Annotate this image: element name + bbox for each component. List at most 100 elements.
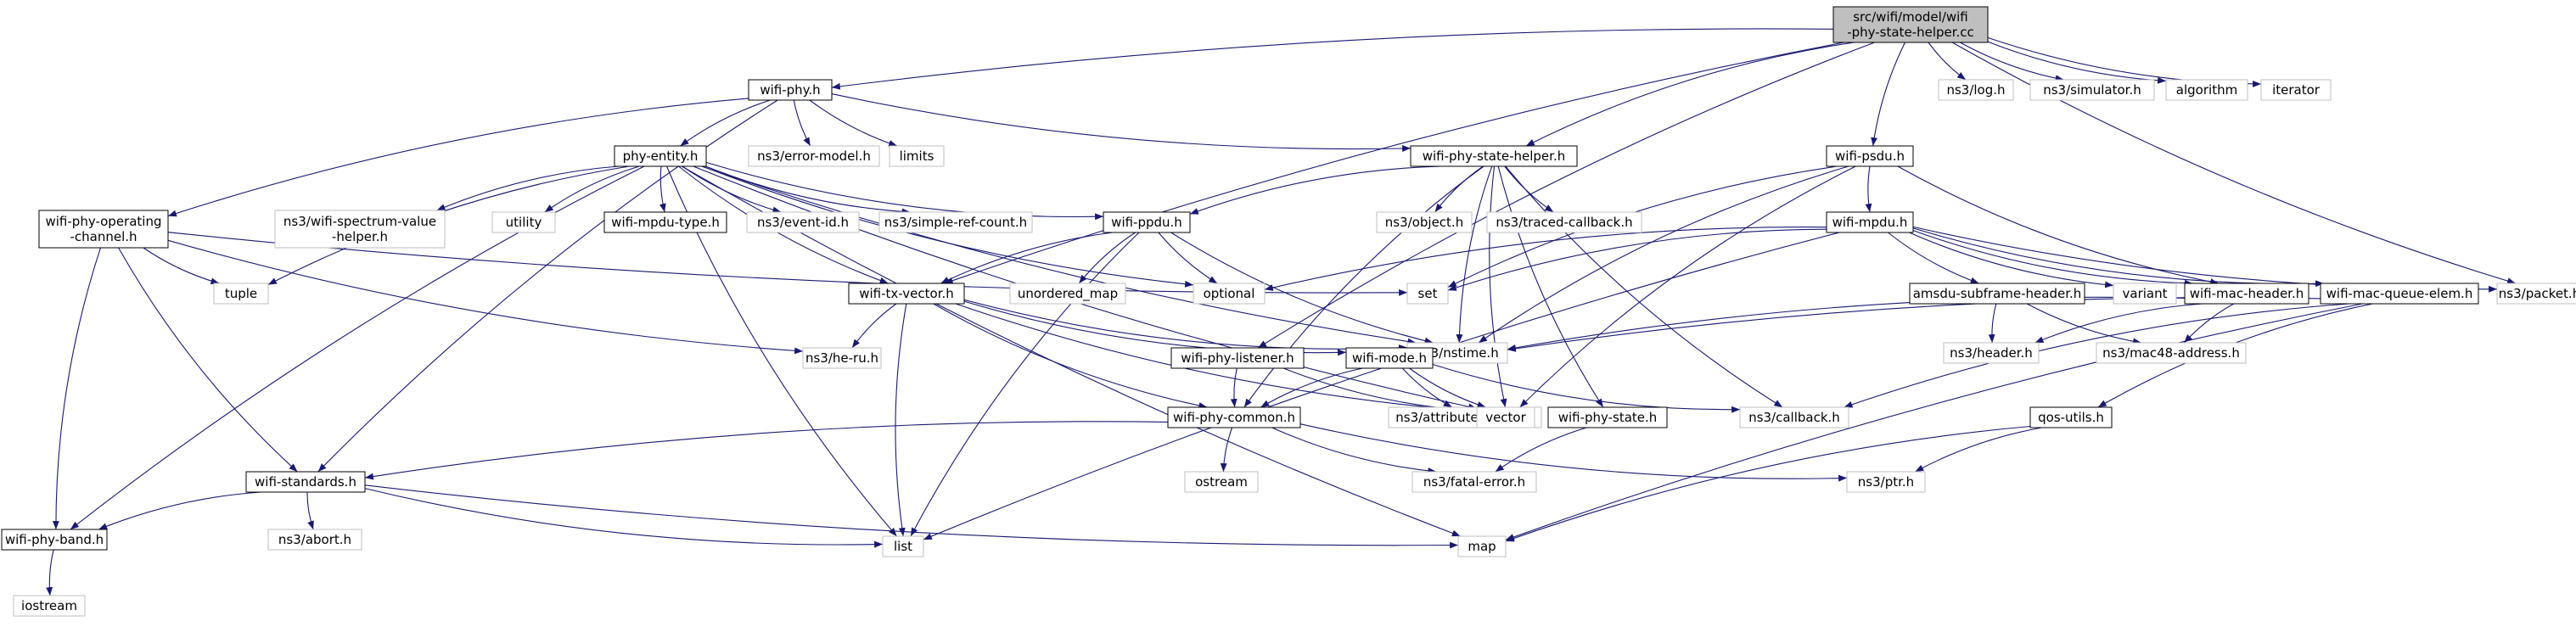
edge-wifi-tx-vector-h-to-vector: [955, 303, 1478, 415]
node-packet-h: ns3/packet.h: [2496, 283, 2576, 305]
node-simple-ref-count-h: ns3/simple-ref-count.h: [878, 211, 1033, 233]
edge-wifi-mpdu-h-to-set: [1447, 228, 1827, 291]
node-box: [848, 283, 965, 305]
node-label: ns3/traced-callback.h: [1496, 215, 1632, 230]
edge-wifi-phy-state-helper-h-to-traced-callback-h: [1504, 165, 1554, 213]
edge-wifi-tx-vector-h-to-nstime-h: [963, 299, 1408, 351]
node-wifi-phy-h[interactable]: wifi-phy.h: [748, 79, 833, 101]
node-label: limits: [900, 148, 934, 164]
node-box: [491, 211, 556, 233]
node-label: -channel.h: [70, 229, 137, 244]
node-box: [1909, 283, 2085, 305]
edge-wifi-phy-operating-channel-h-to-tuple: [143, 247, 220, 285]
node-box: [1476, 406, 1535, 428]
edge-wifi-phy-operating-channel-h-to-wifi-standards-h: [118, 247, 298, 473]
node-wifi-phy-common-h[interactable]: wifi-phy-common.h: [1167, 406, 1301, 428]
edge-wifi-phy-h-to-wifi-standards-h: [317, 99, 778, 473]
node-label: wifi-phy-band.h: [5, 532, 104, 547]
node-wifi-mac-header-h[interactable]: wifi-mac-header.h: [2184, 283, 2309, 305]
edge-wifi-mpdu-h-to-list: [923, 232, 1840, 540]
node-list: list: [882, 535, 924, 557]
edge-wifi-mac-header-h-to-mac48-address-h: [2183, 303, 2234, 344]
node-wifi-phy-operating-channel-h[interactable]: wifi-phy-operating-channel.h: [38, 210, 169, 249]
node-label: tuple: [225, 286, 257, 301]
edge-wifi-phy-state-helper-h-to-nstime-h: [1456, 165, 1493, 344]
node-wifi-mode-h[interactable]: wifi-mode.h: [1345, 347, 1434, 369]
node-wifi-phy-listener-h[interactable]: wifi-phy-listener.h: [1170, 347, 1305, 369]
node-phy-entity-h[interactable]: phy-entity.h: [614, 145, 707, 167]
edge-wifi-standards-h-to-list: [364, 488, 884, 548]
node-wifi-phy-band-h[interactable]: wifi-phy-band.h: [1, 529, 108, 551]
node-box: [1826, 211, 1914, 233]
node-fatal-error-h: ns3/fatal-error.h: [1411, 471, 1537, 493]
node-algorithm: algorithm: [2165, 79, 2248, 101]
node-box: [802, 347, 882, 369]
node-label: ns3/header.h: [1950, 345, 2033, 361]
node-label: ns3/ptr.h: [1858, 474, 1914, 490]
node-label: qos-utils.h: [2038, 410, 2104, 425]
edge-wifi-phy-band-h-to-iostream: [46, 549, 54, 596]
edge-root-to-simulator-h: [1960, 42, 2064, 82]
node-box: [1486, 211, 1642, 233]
edge-wifi-phy-listener-h-to-wifi-phy-common-h: [1230, 367, 1237, 408]
node-wifi-phy-state-h[interactable]: wifi-phy-state.h: [1547, 406, 1668, 428]
node-qos-utils-h[interactable]: qos-utils.h: [2029, 406, 2113, 428]
node-label: ns3/abort.h: [278, 532, 351, 547]
node-wifi-phy-state-helper-h[interactable]: wifi-phy-state-helper.h: [1410, 145, 1578, 167]
node-unordered-map: unordered_map: [1009, 283, 1126, 305]
edge-root-to-wifi-phy-listener-h: [1257, 42, 1875, 349]
edge-phy-entity-h-to-utility: [544, 165, 640, 213]
edge-wifi-phy-h-to-wifi-phy-operating-channel-h: [167, 98, 749, 217]
edge-wifi-ppdu-h-to-optional: [1158, 232, 1218, 284]
node-wifi-mpdu-type-h[interactable]: wifi-mpdu-type.h: [603, 211, 727, 233]
node-label: wifi-mac-header.h: [2190, 286, 2304, 301]
node-label: vector: [1485, 410, 1526, 425]
node-he-ru-h: ns3/he-ru.h: [802, 347, 882, 369]
node-header-h: ns3/header.h: [1943, 342, 2040, 364]
edge-wifi-psdu-h-to-set: [1447, 165, 1838, 288]
node-label: ns3/callback.h: [1748, 410, 1840, 425]
node-wifi-tx-vector-h[interactable]: wifi-tx-vector.h: [848, 283, 965, 305]
edge-qos-utils-h-to-ptr-h: [1915, 427, 2042, 473]
node-label: wifi-phy.h: [760, 82, 820, 98]
edge-wifi-ppdu-h-to-wifi-tx-vector-h: [940, 232, 1113, 284]
node-label: wifi-tx-vector.h: [859, 286, 954, 301]
node-label: wifi-phy-state.h: [1558, 410, 1658, 425]
node-box: [1943, 342, 2040, 364]
node-amsdu-subframe-header-h[interactable]: amsdu-subframe-header.h: [1909, 283, 2085, 305]
node-wifi-standards-h[interactable]: wifi-standards.h: [245, 471, 366, 493]
node-wifi-mac-queue-elem-h[interactable]: wifi-mac-queue-elem.h: [2320, 283, 2479, 305]
nodes-layer: src/wifi/model/wifi-phy-state-helper.cc w…: [1, 6, 2576, 617]
node-wifi-ppdu-h[interactable]: wifi-ppdu.h: [1103, 211, 1191, 233]
node-label: phy-entity.h: [623, 148, 699, 164]
node-box: [1410, 145, 1578, 167]
edge-wifi-phy-state-helper-h-to-object-h: [1434, 165, 1484, 213]
edge-amsdu-subframe-header-h-to-header-h: [1988, 303, 1997, 344]
node-box: [1826, 145, 1914, 167]
node-box: [1193, 283, 1266, 305]
edge-wifi-standards-h-to-wifi-phy-band-h: [98, 491, 261, 530]
node-box: [889, 145, 945, 167]
node-wifi-psdu-h[interactable]: wifi-psdu.h: [1826, 145, 1914, 167]
node-box: [2320, 283, 2479, 305]
node-label: map: [1468, 539, 1496, 554]
node-box: [2165, 79, 2248, 101]
node-box: [1170, 347, 1305, 369]
node-box: [245, 471, 366, 493]
edge-wifi-psdu-h-to-wifi-mpdu-h: [1865, 165, 1872, 213]
node-box: [2029, 406, 2113, 428]
node-map: map: [1457, 535, 1507, 557]
edge-qos-utils-h-to-map: [1505, 425, 2031, 542]
node-label: set: [1418, 286, 1438, 301]
node-box: [1406, 283, 1449, 305]
edge-phy-entity-h-to-event-id-h: [682, 165, 782, 214]
edge-wifi-phy-operating-channel-h-to-he-ru-h: [167, 239, 804, 355]
edge-wifi-mode-h-to-wifi-phy-common-h: [1260, 367, 1363, 408]
node-box: [2496, 283, 2576, 305]
node-label: wifi-mode.h: [1352, 350, 1427, 366]
edge-wifi-phy-state-h-to-fatal-error-h: [1495, 427, 1587, 473]
edge-wifi-mpdu-h-to-variant: [1909, 232, 2114, 288]
node-wifi-mpdu-h[interactable]: wifi-mpdu.h: [1826, 211, 1914, 233]
node-root[interactable]: src/wifi/model/wifi-phy-state-helper.cc: [1832, 6, 1989, 43]
